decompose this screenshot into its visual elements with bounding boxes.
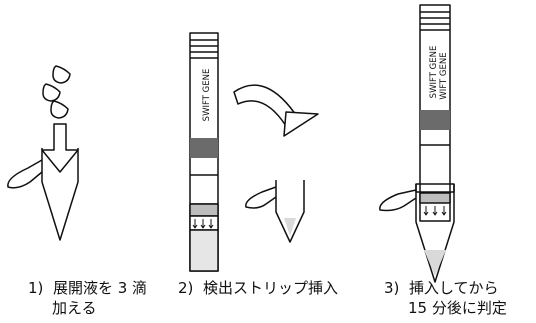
step2-illustration — [189, 32, 319, 272]
step1-text-line1: 展開液を 3 滴 — [52, 279, 148, 297]
liquid-3 — [424, 250, 446, 276]
step2-text-line1: 検出ストリップ挿入 — [202, 279, 338, 297]
step3-text-line1: 挿入してから — [408, 279, 499, 297]
step2-number: 2) — [178, 279, 194, 297]
tube-2 — [275, 180, 305, 243]
step2-caption: 2) 検出ストリップ挿入 — [178, 278, 338, 298]
strip-2-sample-pad — [189, 203, 219, 217]
drop-1 — [52, 65, 71, 84]
step3-caption: 3) 挿入してから 15 分後に判定 — [384, 278, 507, 318]
step3-illustration — [379, 4, 455, 283]
strip-3-test-band — [420, 110, 450, 130]
drop-3 — [50, 100, 69, 119]
step1-caption: 1) 展開液を 3 滴 加える — [28, 278, 147, 318]
cap-2 — [245, 186, 277, 209]
down-arrow-icon — [41, 123, 79, 173]
liquid-2 — [284, 218, 296, 236]
cap-1 — [7, 159, 43, 189]
step3-number: 3) — [384, 279, 400, 297]
cap-3 — [379, 189, 417, 212]
strip-3-label-a: SWIFT GENE — [429, 46, 439, 99]
step1-number: 1) — [28, 279, 44, 297]
drop-2 — [42, 83, 61, 102]
step3-text-line2: 15 分後に判定 — [408, 299, 507, 317]
strip-3-label-b: WIFT GENE — [439, 52, 449, 99]
strip-2-test-band — [190, 138, 218, 158]
step1-text-line2: 加える — [52, 299, 97, 317]
step1-illustration — [7, 65, 79, 241]
tube-3 — [415, 184, 455, 283]
strip-2-label: SWIFT GENE — [202, 69, 212, 122]
tube-1 — [41, 148, 79, 241]
